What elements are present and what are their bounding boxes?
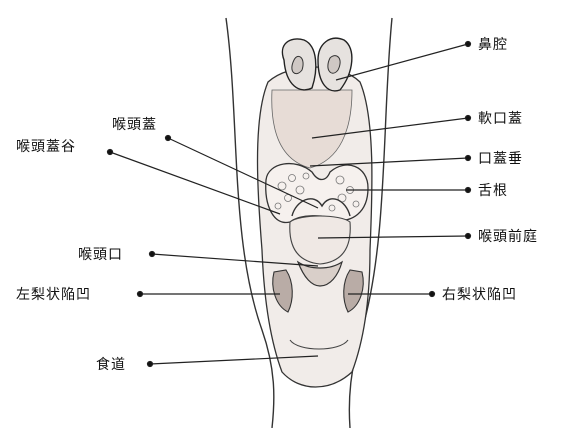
label-vallecula: 喉頭蓋谷 <box>16 136 76 156</box>
label-right-piriform-sinus: 右梨状陥凹 <box>442 284 517 304</box>
label-laryngeal-inlet: 喉頭口 <box>78 244 123 264</box>
label-uvula: 口蓋垂 <box>478 148 523 168</box>
label-epiglottis: 喉頭蓋 <box>112 114 157 134</box>
label-left-piriform-sinus: 左梨状陥凹 <box>16 284 91 304</box>
label-laryngeal-vestibule: 喉頭前庭 <box>478 226 538 246</box>
label-soft-palate: 軟口蓋 <box>478 108 523 128</box>
label-tongue-root: 舌根 <box>478 180 508 200</box>
label-esophagus: 食道 <box>96 354 126 374</box>
label-nasal-cavity: 鼻腔 <box>478 34 508 54</box>
